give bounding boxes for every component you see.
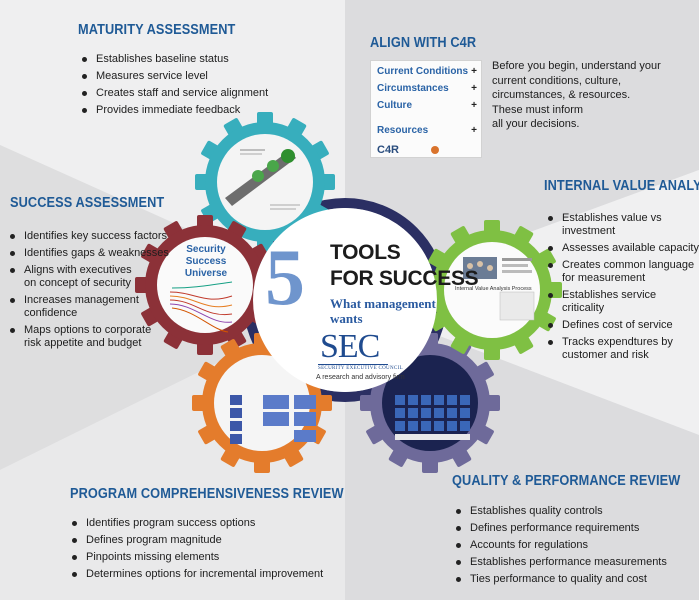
sec-logo-rule <box>318 364 388 365</box>
quality-item: Defines performance requirements <box>456 522 667 535</box>
maturity-gear-graphic <box>225 149 300 210</box>
value-card-title: Internal Value Analysis Process <box>455 286 532 292</box>
sec-tagline: A research and advisory firm <box>316 374 405 381</box>
plus-icon: + <box>471 100 477 111</box>
center-number: 5 <box>265 234 305 322</box>
center-subtitle-line2: wants <box>330 311 363 326</box>
maturity-item: Measures service level <box>82 70 268 83</box>
c4r-description: Before you begin, understand your curren… <box>492 60 661 130</box>
maturity-list: Establishes baseline status Measures ser… <box>82 53 268 121</box>
success-card-title: Security Success Universe <box>184 244 228 279</box>
success-item: Identifies key success factors <box>10 230 169 243</box>
c4r-card-row: Current Conditions <box>377 66 469 77</box>
program-heading: PROGRAM COMPREHENSIVENESS REVIEW <box>70 486 344 502</box>
c4r-heading: ALIGN WITH C4R <box>370 35 477 51</box>
program-item: Pinpoints missing elements <box>72 551 323 564</box>
maturity-heading: MATURITY ASSESSMENT <box>78 22 236 38</box>
plus-icon: + <box>471 83 477 94</box>
quality-gear-graphic <box>395 395 470 440</box>
location-pin-icon <box>431 146 439 154</box>
c4r-card-row: Resources <box>377 125 429 136</box>
success-list: Identifies key success factors Identifie… <box>10 230 169 354</box>
center-disc <box>253 208 437 392</box>
program-item: Determines options for incremental impro… <box>72 568 323 581</box>
success-gear <box>135 215 275 355</box>
value-gear-graphic <box>463 257 535 321</box>
quality-heading: QUALITY & PERFORMANCE REVIEW <box>452 473 681 489</box>
c4r-card-row: Circumstances <box>377 83 449 94</box>
plus-icon: + <box>471 66 477 77</box>
maturity-item: Establishes baseline status <box>82 53 268 66</box>
quality-item: Ties performance to quality and cost <box>456 573 667 586</box>
sec-logo: SEC <box>320 328 380 365</box>
program-item: Identifies program success options <box>72 517 323 530</box>
c4r-card-row: Culture <box>377 100 412 111</box>
success-gear-graphic <box>169 281 233 333</box>
success-item: Identifies gaps & weaknesses <box>10 247 169 260</box>
center-title-line2: FOR SUCCESS <box>330 267 479 290</box>
plus-icon: + <box>471 125 477 136</box>
program-item: Defines program magnitude <box>72 534 323 547</box>
value-item: Assesses available capacity <box>548 242 699 255</box>
c4r-card-footer: C4R <box>377 144 400 156</box>
quality-list: Establishes quality controls Defines per… <box>456 505 667 590</box>
center-subtitle-line1: What management <box>330 296 436 311</box>
maturity-item: Creates staff and service alignment <box>82 87 268 100</box>
program-gear-graphic <box>230 395 316 444</box>
program-list: Identifies program success options Defin… <box>72 517 323 585</box>
c4r-card: Current Conditions + Circumstances + Cul… <box>370 60 482 158</box>
center-title-line1: TOOLS <box>330 241 401 264</box>
quality-item: Establishes performance measurements <box>456 556 667 569</box>
quality-item: Establishes quality controls <box>456 505 667 518</box>
value-item: Defines cost of service <box>548 319 699 332</box>
maturity-item: Provides immediate feedback <box>82 104 268 117</box>
success-heading: SUCCESS ASSESSMENT <box>10 195 165 211</box>
quality-item: Accounts for regulations <box>456 539 667 552</box>
sec-logo-caption: SECURITY EXECUTIVE COUNCIL <box>318 366 403 371</box>
value-heading: INTERNAL VALUE ANALYSIS <box>544 178 699 194</box>
